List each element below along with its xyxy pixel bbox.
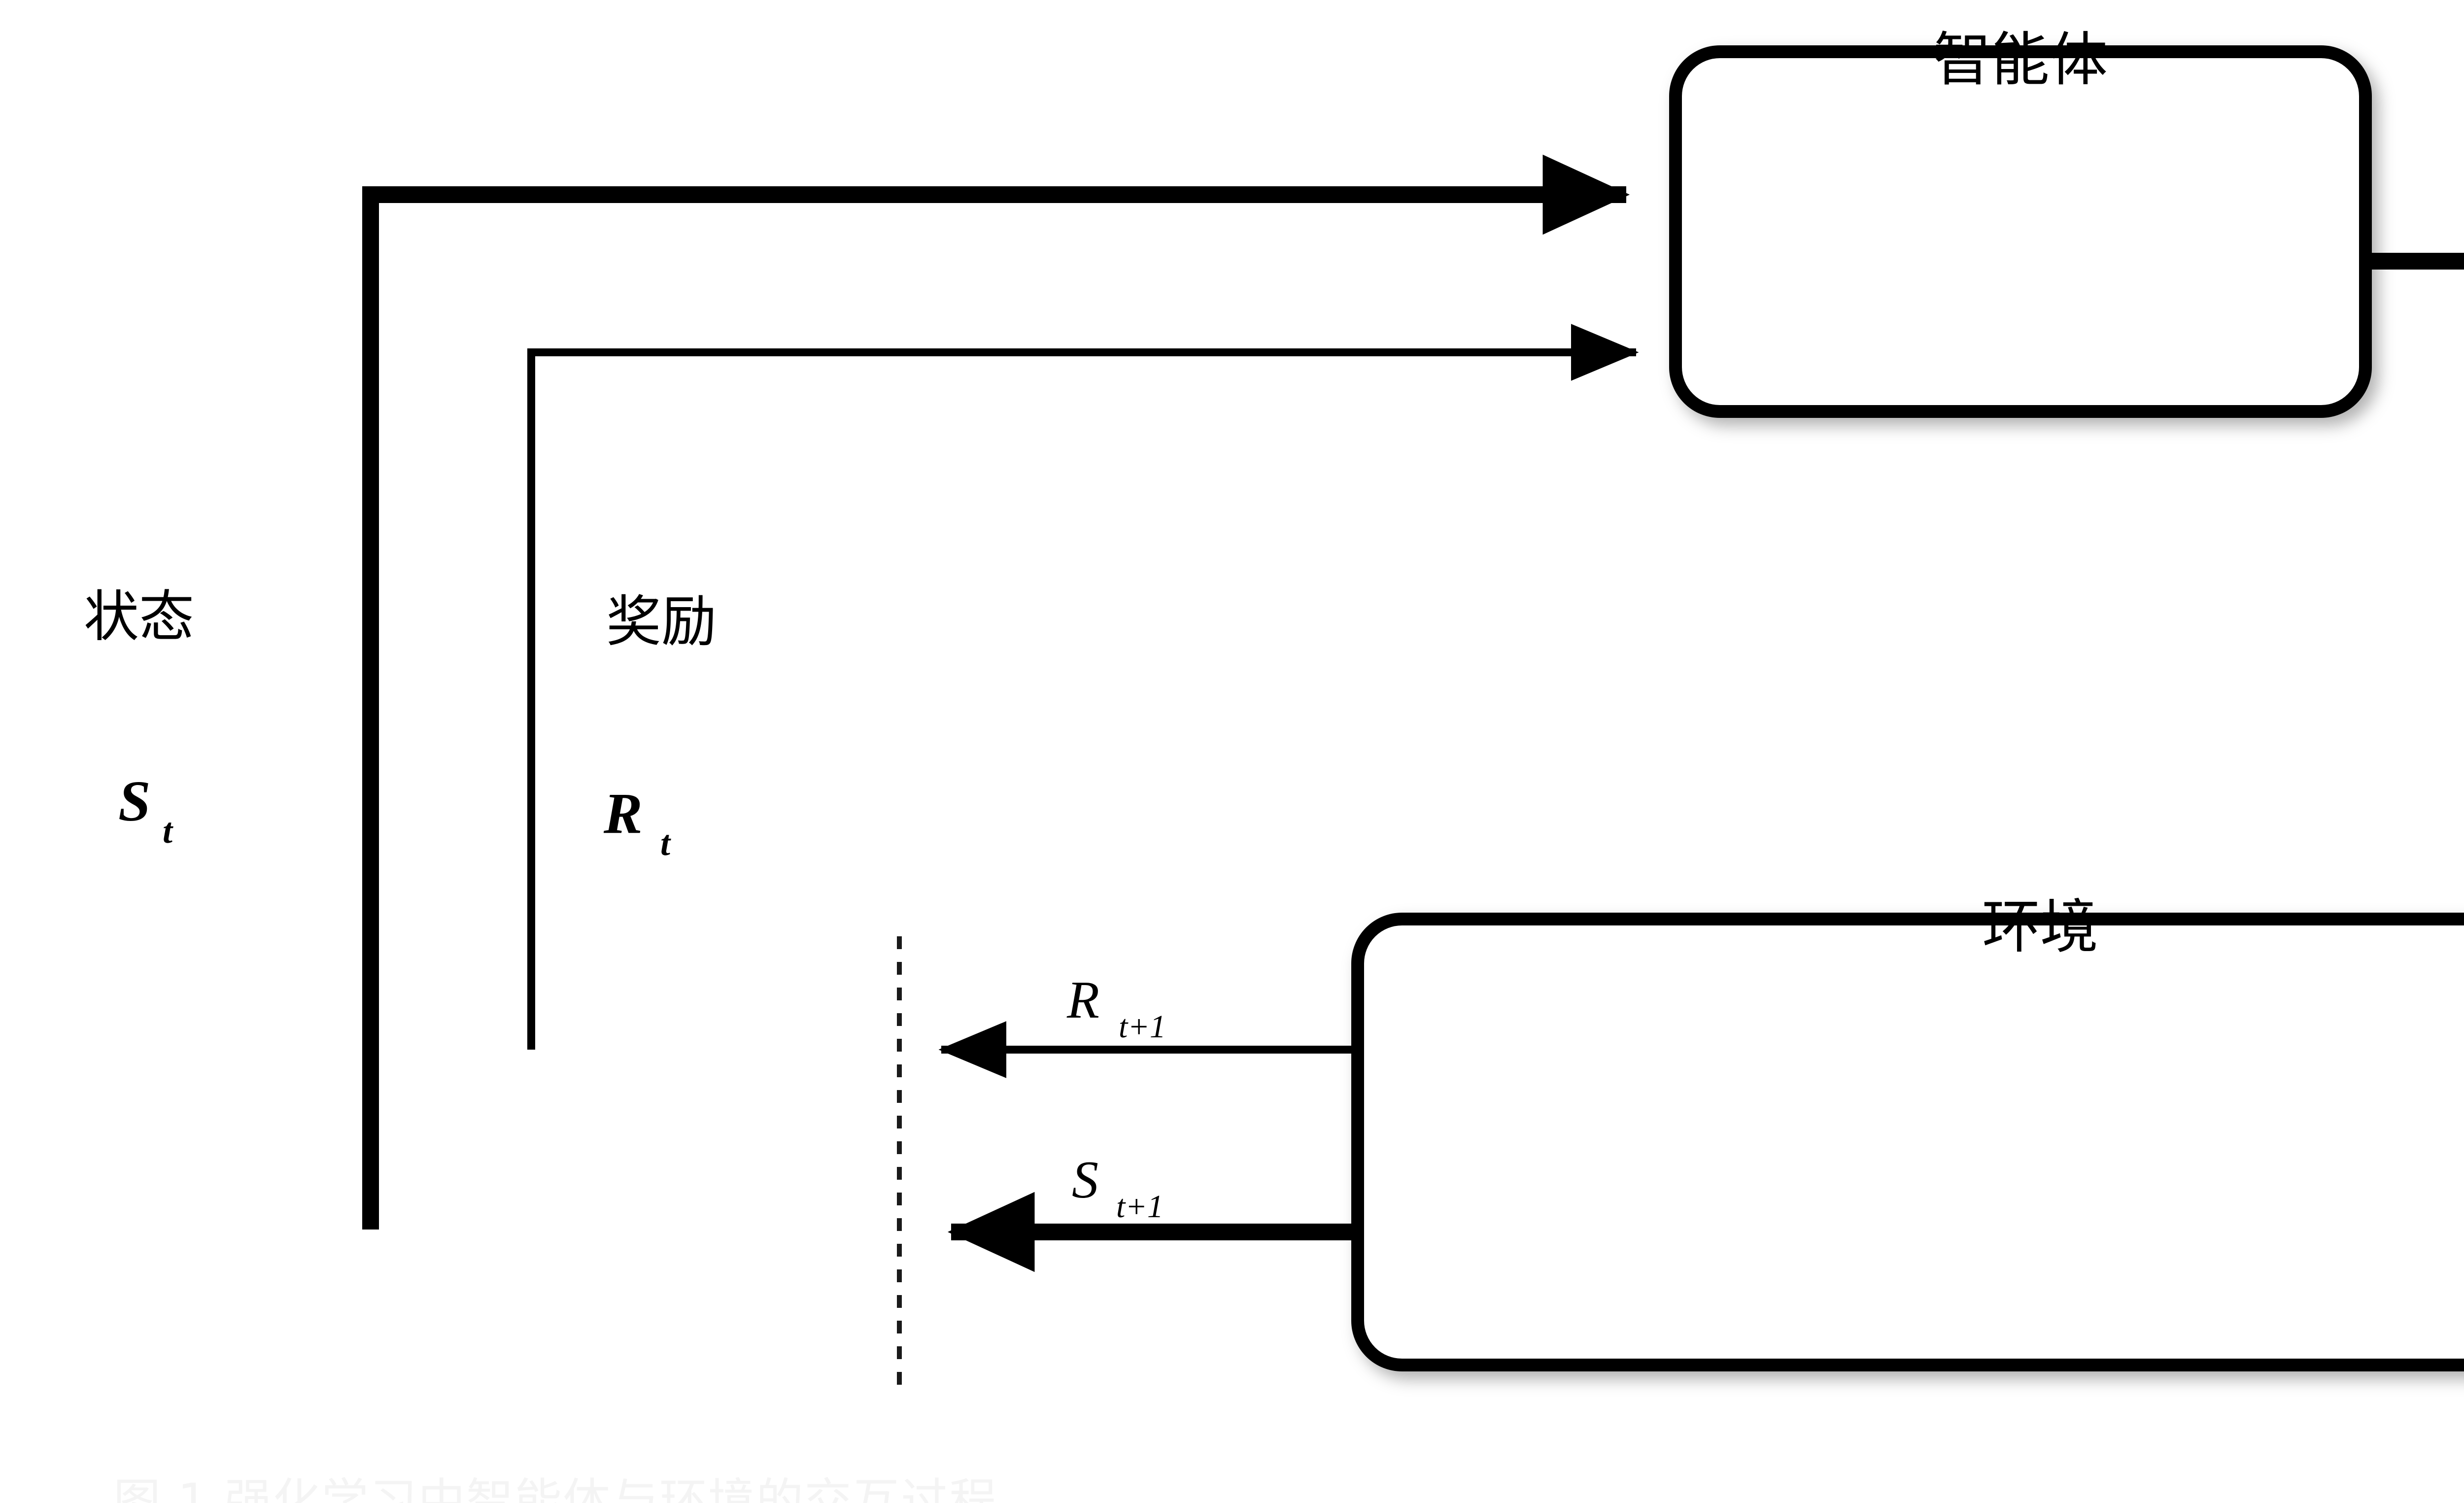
reward-label-subscript: t <box>660 823 671 863</box>
state-label-cjk: 状态 <box>84 585 194 649</box>
agent-box-label: 智能体 <box>1933 26 2108 94</box>
reward-next-subscript: t+1 <box>1119 1009 1166 1045</box>
agent-box-shape[interactable] <box>1669 45 2372 418</box>
state-label-symbol: S <box>118 769 151 833</box>
label-reward: 奖励 R t <box>603 590 717 863</box>
state-label-subscript: t <box>163 811 173 851</box>
environment-box-shape[interactable] <box>1351 913 2464 1371</box>
reward-label-cjk: 奖励 <box>606 590 717 654</box>
state-next-subscript: t+1 <box>1116 1189 1164 1225</box>
label-state: 状态 S t <box>84 585 194 851</box>
reward-edge-line <box>527 324 1639 1050</box>
label-state-next: S t+1 <box>1072 1151 1164 1225</box>
reward-label-symbol: R <box>603 781 643 846</box>
edge-state-to-agent <box>362 154 1630 1230</box>
label-reward-next: R t+1 <box>1066 971 1166 1045</box>
environment-box-label: 环境 <box>1982 893 2098 961</box>
state-edge-line <box>362 154 1630 1230</box>
node-agent[interactable]: 智能体 <box>1669 26 2372 418</box>
figure-caption: 图 1 强化学习中智能体与环境的交互过程 <box>113 1473 998 1503</box>
edge-reward-to-agent <box>527 324 1639 1050</box>
state-next-symbol: S <box>1072 1151 1098 1209</box>
reward-next-symbol: R <box>1066 971 1099 1029</box>
node-environment[interactable]: 环境 <box>1351 893 2464 1371</box>
